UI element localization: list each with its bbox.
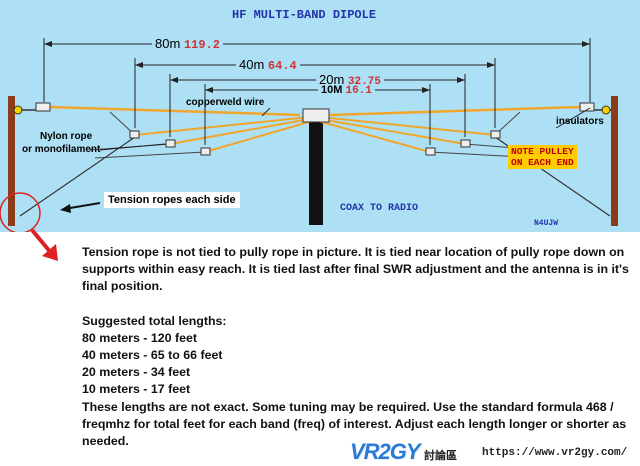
band-20m-label: 20m	[319, 72, 345, 87]
band-80m-dimension: 80m 119.2	[152, 36, 223, 52]
band-10m-label: 10M	[321, 84, 343, 96]
insulator-right	[579, 102, 595, 112]
tension-rope-left	[19, 136, 136, 217]
band-10m-dimension: 10M 16.1	[318, 84, 375, 97]
wire-40m-left	[134, 116, 311, 136]
red-arrow-icon	[30, 228, 58, 261]
lengths-heading: Suggested total lengths:	[82, 313, 227, 328]
band-80m-label: 80m	[155, 36, 181, 51]
watermark-logo: VR2GY	[350, 439, 421, 464]
tuning-note: These lengths are not exact. Some tuning…	[82, 399, 627, 449]
tension-label: Tension ropes each side	[104, 192, 240, 208]
tension-note: Tension rope is not tied to pully rope i…	[82, 245, 629, 294]
wire-40m-right	[319, 116, 496, 136]
notes-section: Tension rope is not tied to pully rope i…	[82, 244, 630, 450]
coax-label: COAX TO RADIO	[340, 203, 419, 214]
nylon-label-line1: Nylon rope	[40, 131, 93, 142]
pulley-right	[601, 105, 611, 115]
band-40m-label: 40m	[239, 57, 265, 72]
pulley-note-line1: NOTE PULLEY	[511, 146, 574, 157]
wire-20m-right	[319, 118, 466, 145]
insulators-label: insulators	[556, 116, 604, 127]
pulley-left	[13, 105, 23, 115]
insulator-left	[35, 102, 51, 112]
pulley-note: NOTE PULLEY ON EACH END	[508, 145, 577, 169]
watermark-url[interactable]: https://www.vr2gy.com/	[482, 447, 628, 459]
length-80m: 80 meters - 120 feet	[82, 330, 198, 345]
wire-80m-left	[49, 105, 301, 117]
length-10m: 10 meters - 17 feet	[82, 382, 191, 397]
band-10m-length: 16.1	[345, 85, 372, 97]
pulley-note-line2: ON EACH END	[511, 157, 574, 168]
wire-10m-right	[317, 120, 431, 153]
nylon-label-line2: or monofilament	[22, 144, 101, 155]
band-40m-length: 64.4	[267, 59, 297, 73]
copperweld-label: copperweld wire	[186, 97, 265, 108]
length-40m: 40 meters - 65 to 66 feet	[82, 348, 223, 363]
right-support-pole	[611, 96, 618, 226]
coax-mast	[309, 120, 323, 225]
band-40m-dimension: 40m 64.4	[236, 57, 300, 73]
band-80m-length: 119.2	[183, 38, 220, 52]
wire-10m-left	[204, 120, 313, 153]
left-support-pole	[8, 96, 15, 226]
watermark-site-cn: 討論區	[424, 450, 457, 462]
center-insulator	[302, 108, 330, 123]
antenna-diagram: HF MULTI-BAND DIPOLE 80m 119.2 40m 64.4 …	[0, 0, 640, 232]
length-20m: 20 meters - 34 feet	[82, 365, 191, 380]
highlight-circle	[0, 192, 41, 232]
wire-20m-left	[169, 118, 311, 145]
antenna-drawing	[0, 38, 618, 232]
callsign-label: N4UJW	[534, 219, 559, 228]
wire-80m-right	[329, 105, 581, 117]
diagram-title: HF MULTI-BAND DIPOLE	[232, 8, 377, 22]
